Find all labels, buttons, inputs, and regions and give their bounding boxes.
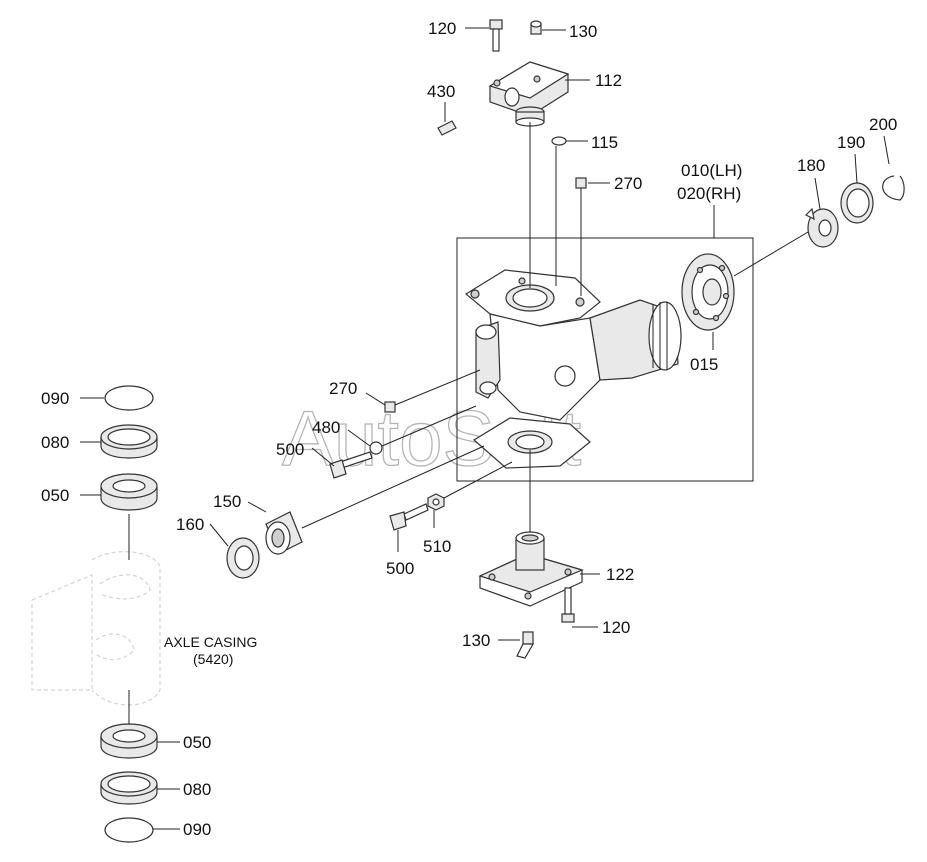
callout-112: 112 (595, 71, 622, 90)
pin-part-430 (437, 120, 457, 136)
plug-part-270-top (575, 177, 587, 189)
callout-200: 200 (869, 115, 897, 134)
steering-knuckle-housing (464, 269, 682, 469)
bearing-cone-part-050-top (100, 473, 158, 511)
o-ring-part-090-bottom (104, 817, 154, 843)
callout-130-top: 130 (569, 22, 597, 41)
bushing-part-150 (265, 511, 303, 555)
callout-080-bottom: 080 (183, 780, 211, 799)
callout-120-top: 120 (428, 19, 456, 38)
callout-labels: 120 130 112 430 115 270 010(LH) 020(RH) … (41, 19, 897, 839)
callout-190: 190 (837, 133, 865, 152)
bearing-cone-part-050-bottom (100, 723, 158, 759)
bottom-cap-part-122 (478, 531, 584, 607)
callout-010-lh: 010(LH) (681, 161, 742, 180)
callout-270-middle: 270 (329, 379, 357, 398)
bolt-part-120-top (489, 19, 503, 52)
callout-020-rh: 020(RH) (677, 184, 741, 203)
ring-part-190 (840, 182, 874, 224)
callout-160: 160 (176, 515, 204, 534)
callout-015: 015 (690, 355, 718, 374)
callout-150: 150 (213, 492, 241, 511)
washer-part-480 (369, 441, 383, 455)
o-ring-part-115 (551, 136, 567, 146)
bearing-cup-part-080-bottom (100, 771, 158, 805)
grease-nipple-part-130-top (530, 20, 542, 35)
callout-270-top: 270 (614, 174, 642, 193)
callout-080-top: 080 (41, 433, 69, 452)
axle-casing-label: AXLE CASING (164, 634, 257, 650)
callout-050-top: 050 (41, 486, 69, 505)
callout-500-left: 500 (276, 440, 304, 459)
callout-510: 510 (423, 537, 451, 556)
seal-part-160 (226, 537, 260, 579)
callout-090-top: 090 (41, 389, 69, 408)
thrust-washer-part-180 (804, 207, 839, 248)
leader-lines (80, 27, 890, 830)
plug-part-270-middle (384, 401, 396, 413)
axle-casing-code: (5420) (193, 651, 233, 667)
grease-nipple-part-130-bottom (516, 631, 535, 659)
nut-part-510 (427, 493, 445, 511)
bolt-part-500-bottom (389, 503, 429, 531)
bolt-part-500-left (329, 451, 373, 479)
o-ring-part-090-top (104, 385, 154, 411)
callout-120-bottom: 120 (602, 618, 630, 637)
snap-ring-part-200 (882, 175, 905, 201)
callout-130-bottom: 130 (462, 631, 490, 650)
callout-500-bottom: 500 (386, 559, 414, 578)
callout-050-bottom: 050 (183, 733, 211, 752)
bearing-cup-part-080-top (100, 424, 158, 459)
callout-115: 115 (591, 133, 618, 152)
callout-122: 122 (606, 565, 634, 584)
axle-casing-outline (31, 551, 161, 706)
bolt-part-120-bottom (561, 587, 575, 623)
top-cap-part-112 (488, 61, 570, 127)
callout-430: 430 (427, 82, 455, 101)
hub-ring-part-015 (681, 253, 735, 331)
assembly-frame (456, 237, 754, 482)
callout-090-bottom: 090 (183, 820, 211, 839)
callout-480: 480 (312, 418, 340, 437)
callout-180: 180 (797, 156, 825, 175)
